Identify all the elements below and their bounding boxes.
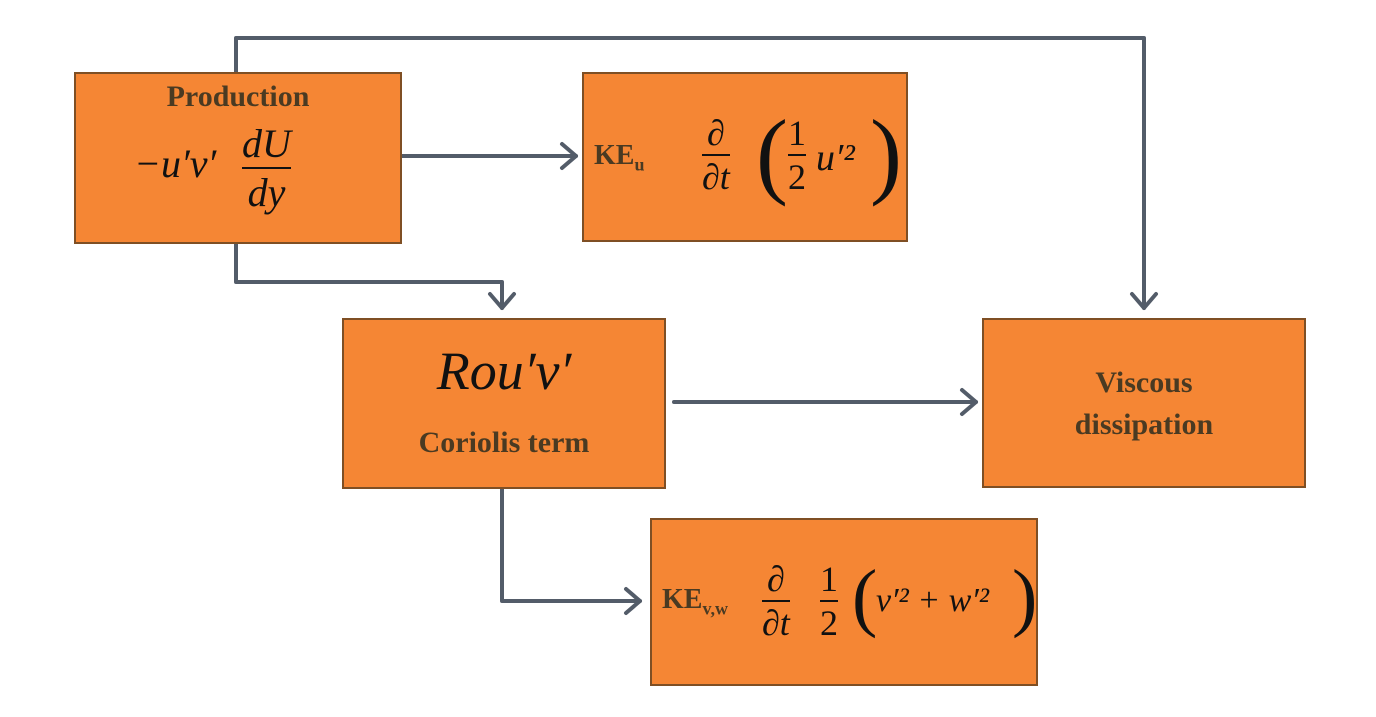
ke-vw-left-paren: ( bbox=[852, 555, 878, 639]
coriolis-box: Rou′v′ Coriolis term bbox=[342, 318, 666, 489]
ke-vw-label-sub: v,w bbox=[702, 598, 728, 619]
viscous-label-line1: Viscous bbox=[1095, 366, 1193, 399]
arrowhead-production-to-viscous bbox=[1130, 292, 1158, 310]
ke-u-time-derivative: ∂ ∂t bbox=[702, 112, 730, 198]
arrow-production-to-viscous bbox=[234, 36, 1146, 310]
arrowhead-production-to-coriolis bbox=[488, 292, 516, 310]
production-gradient-den: dy bbox=[247, 170, 286, 215]
fraction-bar bbox=[788, 154, 806, 156]
ke-vw-label-main: KE bbox=[662, 584, 703, 615]
ke-u-left-paren: ( bbox=[756, 100, 788, 207]
production-gradient-fraction: dU dy bbox=[242, 120, 291, 216]
ke-vw-box: KEv,w ∂ ∂t 1 2 ( v′² + w′² ) bbox=[650, 518, 1038, 686]
ke-vw-time-derivative: ∂ ∂t bbox=[762, 558, 790, 644]
fraction-bar bbox=[242, 167, 291, 169]
fraction-bar bbox=[702, 154, 730, 156]
arrow-coriolis-to-kevw bbox=[500, 487, 642, 603]
production-gradient-num: dU bbox=[242, 121, 291, 166]
ke-u-half-num: 1 bbox=[788, 113, 806, 153]
ke-vw-half-den: 2 bbox=[820, 603, 838, 643]
ke-vw-half: 1 2 bbox=[820, 558, 838, 644]
fraction-bar bbox=[762, 600, 790, 602]
coriolis-expression: Rou′v′ bbox=[436, 341, 572, 401]
production-velocity-correlation: −u′v′ bbox=[134, 141, 217, 186]
ke-u-right-paren: ) bbox=[870, 100, 902, 207]
ke-u-term: u′² bbox=[816, 137, 855, 179]
ke-u-partial-num: ∂ bbox=[707, 113, 725, 153]
production-box: Production −u′v′ dU dy bbox=[74, 72, 402, 244]
ke-u-partial-den: ∂t bbox=[702, 157, 730, 197]
production-label: Production bbox=[166, 80, 310, 113]
arrow-production-to-coriolis bbox=[234, 242, 504, 310]
arrowhead-coriolis-to-viscous bbox=[960, 388, 978, 416]
ke-vw-half-num: 1 bbox=[820, 559, 838, 599]
arrowhead-production-to-keu bbox=[560, 142, 578, 170]
viscous-dissipation-box: Viscous dissipation bbox=[982, 318, 1306, 488]
fraction-bar bbox=[820, 600, 838, 602]
coriolis-label: Coriolis term bbox=[418, 426, 590, 459]
ke-u-label: KEu bbox=[594, 140, 644, 176]
ke-vw-term: v′² + w′² bbox=[876, 582, 989, 619]
ke-u-half: 1 2 bbox=[788, 112, 806, 198]
ke-vw-right-paren: ) bbox=[1012, 555, 1038, 639]
ke-u-label-sub: u bbox=[634, 154, 645, 175]
arrowhead-coriolis-to-kevw bbox=[624, 587, 642, 615]
ke-vw-label: KEv,w bbox=[662, 584, 728, 620]
ke-vw-partial-num: ∂ bbox=[767, 559, 785, 599]
ke-u-box: KEu ∂ ∂t ( 1 2 u′² ) bbox=[582, 72, 908, 242]
ke-vw-partial-den: ∂t bbox=[762, 603, 790, 643]
ke-u-half-den: 2 bbox=[788, 157, 806, 197]
ke-u-label-main: KE bbox=[594, 140, 635, 171]
viscous-label-line2: dissipation bbox=[1074, 408, 1214, 441]
